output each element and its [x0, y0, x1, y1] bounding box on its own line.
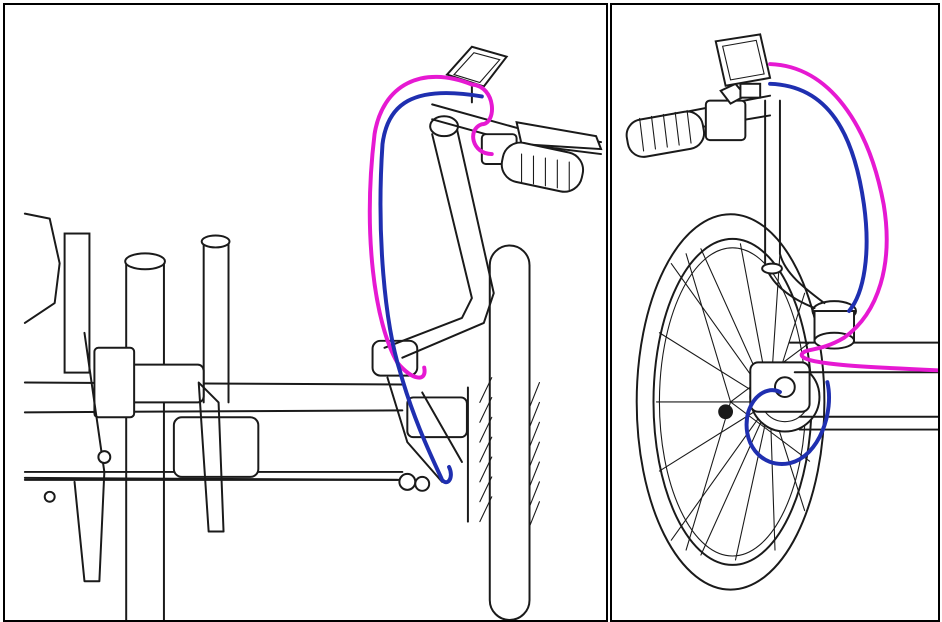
seat-stay-right [200, 234, 231, 404]
top-view-drawing [23, 45, 603, 620]
right-panel-side-view [610, 3, 940, 622]
side-view-drawing [625, 33, 938, 591]
cable-blue [378, 91, 484, 485]
wheel-top-view [466, 244, 540, 620]
tie-rod [23, 472, 431, 492]
cable-magenta [367, 75, 474, 380]
cable-blue [768, 81, 869, 313]
cable-magenta-lever [469, 82, 494, 157]
cable-magenta [768, 62, 938, 373]
disc-brake [718, 361, 821, 433]
handlebar-riser [383, 115, 495, 359]
brake-lever [515, 121, 603, 151]
display [714, 33, 772, 99]
handlebar-riser [761, 99, 826, 310]
left-panel-top-view [3, 3, 608, 622]
throttle-grip [500, 141, 585, 193]
throttle-grip [625, 109, 706, 158]
seat-stay-left [124, 252, 166, 620]
crankset [23, 212, 260, 583]
cable-blue-caliper [744, 380, 831, 466]
